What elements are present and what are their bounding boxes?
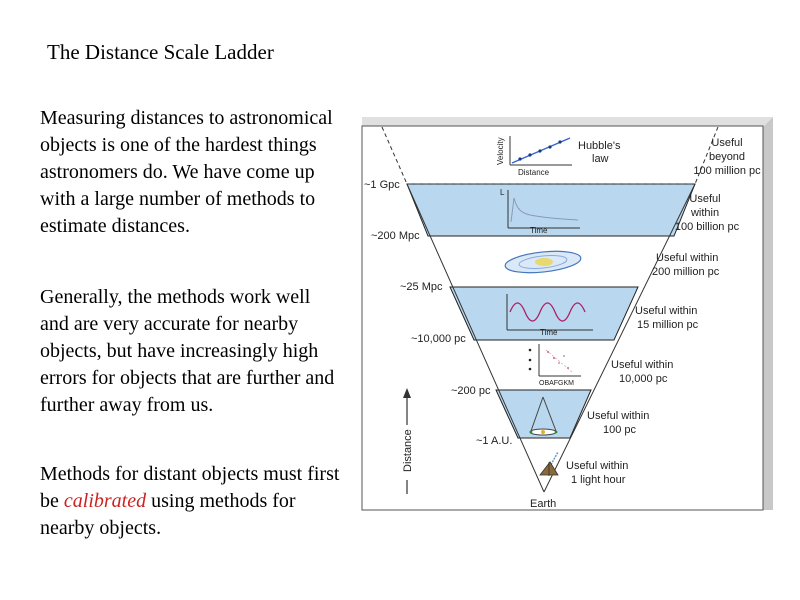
cone-right-edge (543, 183, 696, 493)
spectral-class-label: OBAFGKM (539, 380, 574, 387)
label-200mpc: ~200 Mpc (371, 230, 420, 242)
cone-left-edge (406, 183, 545, 493)
calibrated-emphasis: calibrated (63, 490, 147, 512)
svg-text:Useful within: Useful within (635, 305, 697, 317)
distance-small-label: Distance (518, 168, 550, 177)
svg-text:15 million pc: 15 million pc (637, 319, 699, 331)
cone-right-dashed (694, 126, 719, 185)
intro-paragraph: Measuring distances to astronomical obje… (40, 107, 333, 237)
luminosity-axis-label: L (500, 188, 505, 197)
hr-diagram (528, 344, 581, 377)
svg-text:Useful: Useful (711, 137, 742, 149)
radar-dish-icon (539, 451, 559, 476)
slide-title: The Distance Scale Ladder (47, 40, 274, 64)
hubble-plot (509, 136, 572, 166)
svg-text:100 pc: 100 pc (603, 424, 637, 436)
methods-paragraph: Generally, the methods work well and are… (40, 286, 335, 416)
calibration-text-after: using methods for nearby objects. (40, 490, 296, 539)
svg-text:100 million pc: 100 million pc (693, 165, 761, 177)
svg-text:Useful within: Useful within (611, 359, 673, 371)
useful-within-10000pc: Useful within 10,000 pc (611, 359, 673, 385)
svg-text:Useful within: Useful within (587, 410, 649, 422)
band-25mpc (449, 286, 639, 341)
svg-text:Useful within: Useful within (656, 252, 718, 264)
svg-text:beyond: beyond (709, 151, 745, 163)
svg-text:100 billion pc: 100 billion pc (675, 221, 740, 233)
hubble-law-line2: law (592, 153, 609, 165)
svg-text:10,000 pc: 10,000 pc (619, 373, 668, 385)
calibration-text-before: Methods for distant objects must first b… (40, 463, 340, 512)
label-25mpc: ~25 Mpc (400, 281, 443, 293)
arrow-up-icon (403, 388, 411, 398)
svg-text:Useful within: Useful within (566, 460, 628, 472)
label-1au: ~1 A.U. (476, 435, 512, 447)
useful-within-200mpc: Useful within 200 million pc (652, 252, 720, 278)
supernova-lightcurve-plot (507, 190, 580, 229)
useful-within-1lighthour: Useful within 1 light hour (566, 460, 628, 486)
cone-left-dashed (381, 126, 408, 185)
label-200pc: ~200 pc (451, 385, 491, 397)
useful-within-100bpc: Useful within 100 billion pc (675, 193, 740, 233)
useful-beyond-100mpc: Useful beyond 100 million pc (693, 137, 761, 177)
earth-label: Earth (530, 498, 556, 510)
time-label-lower: Time (540, 328, 558, 337)
calibration-paragraph: Methods for distant objects must first b… (40, 461, 340, 542)
galaxy-icon (504, 250, 582, 274)
parallax-icon (529, 396, 558, 436)
svg-text:Useful: Useful (689, 193, 720, 205)
frame-shadow-top (362, 117, 773, 127)
svg-text:200 million pc: 200 million pc (652, 266, 720, 278)
useful-within-15mpc: Useful within 15 million pc (635, 305, 699, 331)
label-10000pc: ~10,000 pc (411, 333, 466, 345)
time-label-upper: Time (530, 226, 548, 235)
hubble-law-line1: Hubble's (578, 140, 621, 152)
distance-axis-arrow (403, 388, 411, 494)
label-1gpc: ~1 Gpc (364, 179, 400, 191)
distance-axis-label: Distance (402, 429, 414, 472)
velocity-axis-label: Velocity (496, 137, 505, 165)
frame-shadow-right (763, 117, 773, 510)
svg-text:1 light hour: 1 light hour (571, 474, 626, 486)
useful-within-100pc: Useful within 100 pc (587, 410, 649, 436)
svg-text:within: within (690, 207, 719, 219)
cepheid-plot (506, 294, 593, 331)
